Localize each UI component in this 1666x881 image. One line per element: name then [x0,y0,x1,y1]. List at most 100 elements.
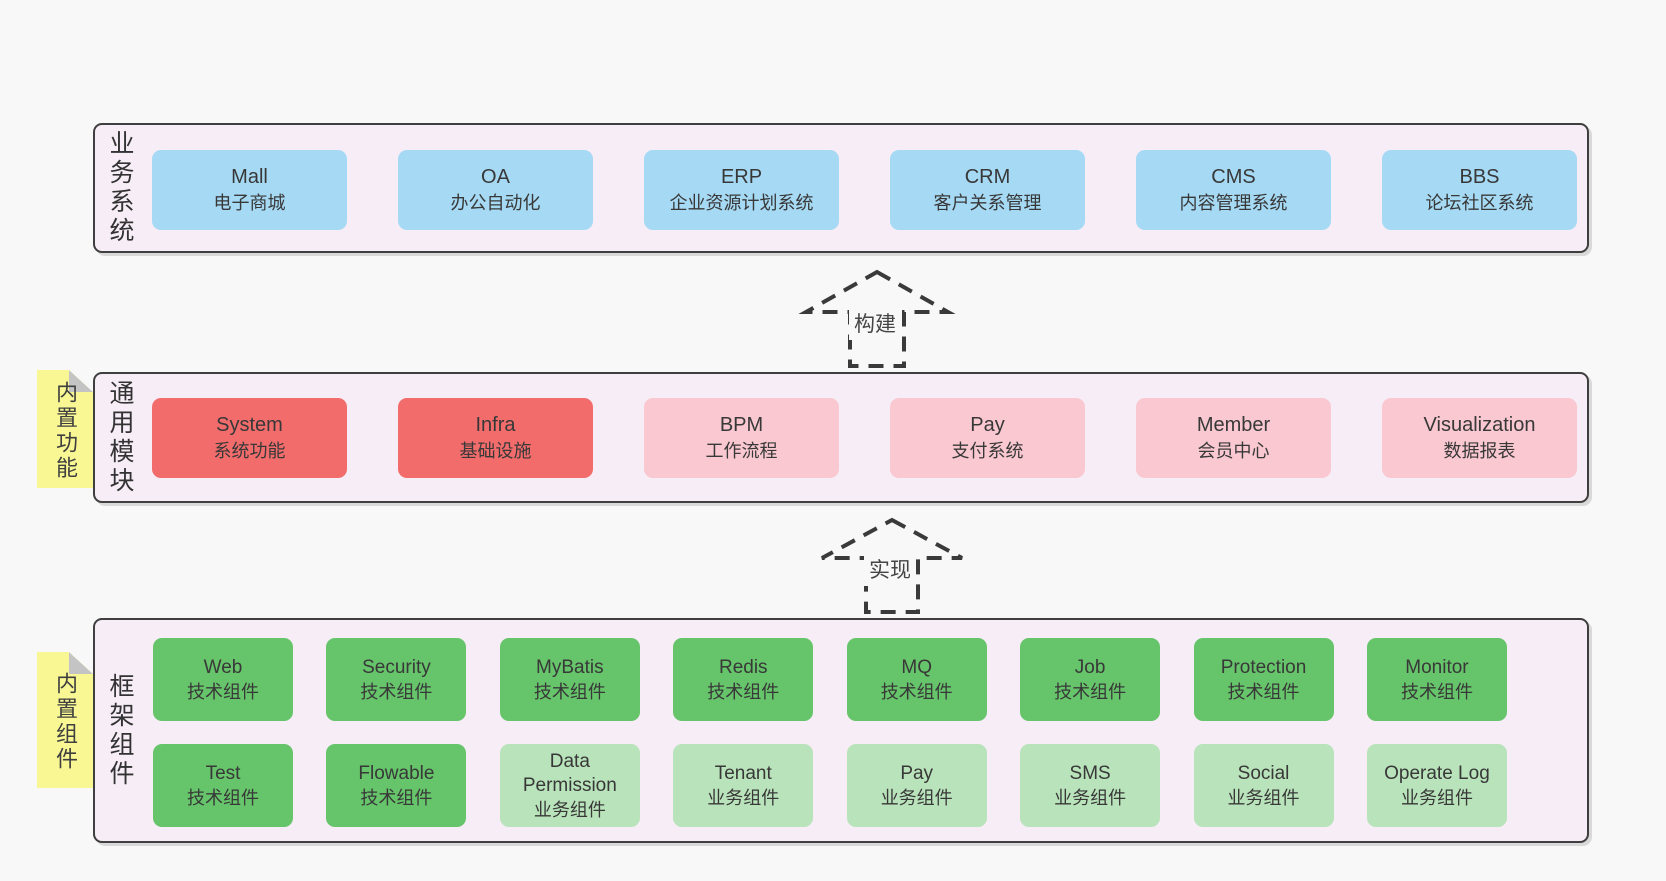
node-zh-label: 技术组件 [1227,681,1300,702]
node-zh-label: 会员中心 [1197,441,1270,461]
node-en-label: CMS [1211,166,1256,188]
node-en-label: MyBatis [536,656,604,678]
node-oa: OA 办公自动化 [398,150,593,230]
node-data-permission: Data Permission 业务组件 [499,744,640,827]
node-zh-label: 业务组件 [533,799,606,820]
node-visualization: Visualization 数据报表 [1382,398,1577,478]
node-zh-label: 系统功能 [213,441,286,461]
node-zh-label: 业务组件 [707,787,780,808]
node-zh-label: 企业资源计划系统 [669,193,814,213]
node-en-label: ERP [720,166,763,188]
node-zh-label: 工作流程 [705,441,778,461]
node-bbs: BBS 论坛社区系统 [1382,150,1577,230]
node-zh-label: 数据报表 [1443,441,1516,461]
node-zh-label: 技术组件 [187,681,259,702]
node-en-label: Mall [231,166,268,188]
node-zh-label: 技术组件 [533,681,606,702]
arrow-label-build: 构建 [849,306,901,340]
node-security: Security 技术组件 [326,638,467,721]
node-en-label: SMS [1069,762,1111,784]
node-zh-label: 技术组件 [360,681,433,702]
node-en-label: Redis [718,656,768,678]
node-en-label: Social [1237,762,1290,784]
sticky-note-label: 内置组件 [53,672,78,772]
node-en-label: BBS [1459,166,1500,188]
node-pay: Pay 支付系统 [890,398,1085,478]
node-zh-label: 技术组件 [1400,681,1473,702]
layer-title: 框架组件 [106,672,134,789]
node-mq: MQ 技术组件 [846,638,987,721]
node-en-label: Member [1196,414,1271,436]
node-zh-label: 技术组件 [187,787,259,808]
node-tenant: Tenant 业务组件 [673,744,814,827]
node-zh-label: 论坛社区系统 [1425,193,1534,213]
node-zh-label: 支付系统 [951,441,1024,461]
layer-title: 业务系统 [106,130,134,246]
node-en-label: BPM [719,414,764,436]
node-social: Social 业务组件 [1193,744,1334,827]
node-protection: Protection 技术组件 [1193,638,1334,721]
node-en-label: Infra [475,414,516,436]
node-en-label: Monitor [1405,656,1469,678]
node-zh-label: 电子商城 [213,193,286,213]
node-zh-label: 技术组件 [707,681,780,702]
node-zh-label: 业务组件 [1227,787,1300,808]
node-en-label: Test [205,762,241,784]
node-en-label: System [216,414,283,436]
node-sms: SMS 业务组件 [1020,744,1161,827]
arrow-up-build-icon [798,269,956,368]
node-row: Mall 电子商城 OA 办公自动化 ERP 企业资源计划系统 CRM 客户关系管理 CMS 内容… [152,150,1577,230]
node-zh-label: 办公自动化 [450,193,541,213]
layer-business-systems: 业务系统 Mall 电子商城 OA 办公自动化 ERP 企业资源计划系统 CRM 客户关系管理… [93,123,1589,253]
node-zh-label: 业务组件 [880,787,953,808]
node-mybatis: MyBatis 技术组件 [499,638,640,721]
sticky-note-label: 内置功能 [53,381,78,481]
node-en-label: Security [362,656,431,678]
node-cms: CMS 内容管理系统 [1136,150,1331,230]
node-flowable: Flowable 技术组件 [326,744,467,827]
node-mall: Mall 电子商城 [152,150,347,230]
node-en-label: Flowable [358,762,435,784]
sticky-note-builtin-components: 内置组件 [37,652,93,788]
node-bpm: BPM 工作流程 [644,398,839,478]
node-zh-label: 技术组件 [880,681,953,702]
node-zh-label: 客户关系管理 [933,193,1042,213]
node-en-label: MQ [901,656,932,678]
node-system: System 系统功能 [152,398,347,478]
node-monitor: Monitor 技术组件 [1366,638,1507,721]
node-en-label: Pay [970,414,1005,436]
node-zh-label: 业务组件 [1054,787,1127,808]
node-crm: CRM 客户关系管理 [890,150,1085,230]
node-en-label: Data Permission [522,750,617,796]
node-web: Web 技术组件 [153,638,293,721]
arrow-up-implement-icon [821,517,963,614]
node-pay: Pay 业务组件 [846,744,987,827]
node-zh-label: 内容管理系统 [1179,193,1288,213]
node-en-label: CRM [964,166,1011,188]
node-member: Member 会员中心 [1136,398,1331,478]
node-zh-label: 业务组件 [1400,787,1473,808]
node-en-label: Visualization [1423,414,1536,436]
node-zh-label: 技术组件 [360,787,433,808]
node-en-label: Protection [1220,656,1307,678]
node-en-label: Tenant [714,762,772,784]
node-redis: Redis 技术组件 [673,638,814,721]
node-en-label: Pay [900,762,934,784]
sticky-note-builtin-features: 内置功能 [37,370,93,488]
node-en-label: Web [203,656,243,678]
arrow-label-implement: 实现 [864,552,916,586]
node-erp: ERP 企业资源计划系统 [644,150,839,230]
layer-title: 通用模块 [106,379,134,496]
node-en-label: Job [1074,656,1106,678]
node-test: Test 技术组件 [153,744,293,827]
node-en-label: OA [481,166,510,188]
